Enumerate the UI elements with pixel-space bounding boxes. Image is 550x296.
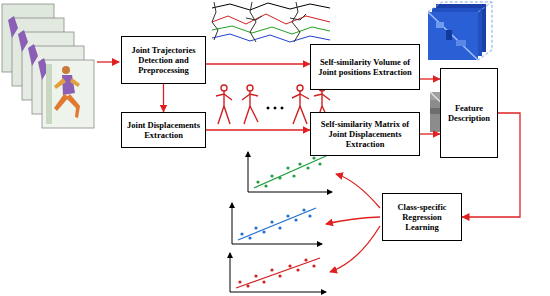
node-text: Self-similarity Volume of Joint position…: [311, 54, 419, 80]
node-label: Self-similarity Matrix of Joint Displace…: [315, 119, 415, 150]
flow-arrow: [163, 84, 164, 112]
output-arrows: [326, 174, 380, 272]
flow-arrow: [420, 78, 440, 79]
regression-plot: [248, 152, 332, 192]
node-text: Feature Description: [441, 100, 497, 126]
node-text: Joint Displacements Extraction: [122, 117, 205, 143]
process-box: Self-similarity Matrix of Joint Displace…: [310, 112, 420, 156]
node-text: Class-specific Regression Learning: [383, 199, 461, 236]
node-label: Class-specific Regression Learning: [387, 202, 457, 233]
joint-trajectories: [212, 2, 330, 42]
video-frames: [2, 4, 94, 128]
node-text: Self-similarity Matrix of Joint Displace…: [311, 116, 419, 153]
process-box: Self-similarity Volume of Joint position…: [310, 44, 420, 90]
process-box: Joint Trajectories Detection and Preproc…: [121, 36, 206, 84]
flow-arrow: [420, 133, 440, 134]
flow-arrow: [206, 129, 310, 130]
regression-plot: [232, 203, 322, 244]
node-label: Feature Description: [445, 103, 493, 123]
regression-plot: [230, 253, 326, 292]
node-text: Joint Trajectories Detection and Preproc…: [122, 42, 205, 79]
flow-arrow: [206, 63, 310, 64]
process-box: Joint Displacements Extraction: [121, 112, 206, 148]
node-label: Joint Trajectories Detection and Preproc…: [126, 45, 201, 76]
input-arrow: [97, 61, 119, 62]
node-label: Joint Displacements Extraction: [126, 120, 201, 140]
node-label: Self-similarity Volume of Joint position…: [315, 57, 415, 77]
similarity-volume: [428, 2, 492, 60]
feature-box: Feature Description: [440, 68, 498, 158]
regression-box: Class-specific Regression Learning: [382, 193, 462, 241]
